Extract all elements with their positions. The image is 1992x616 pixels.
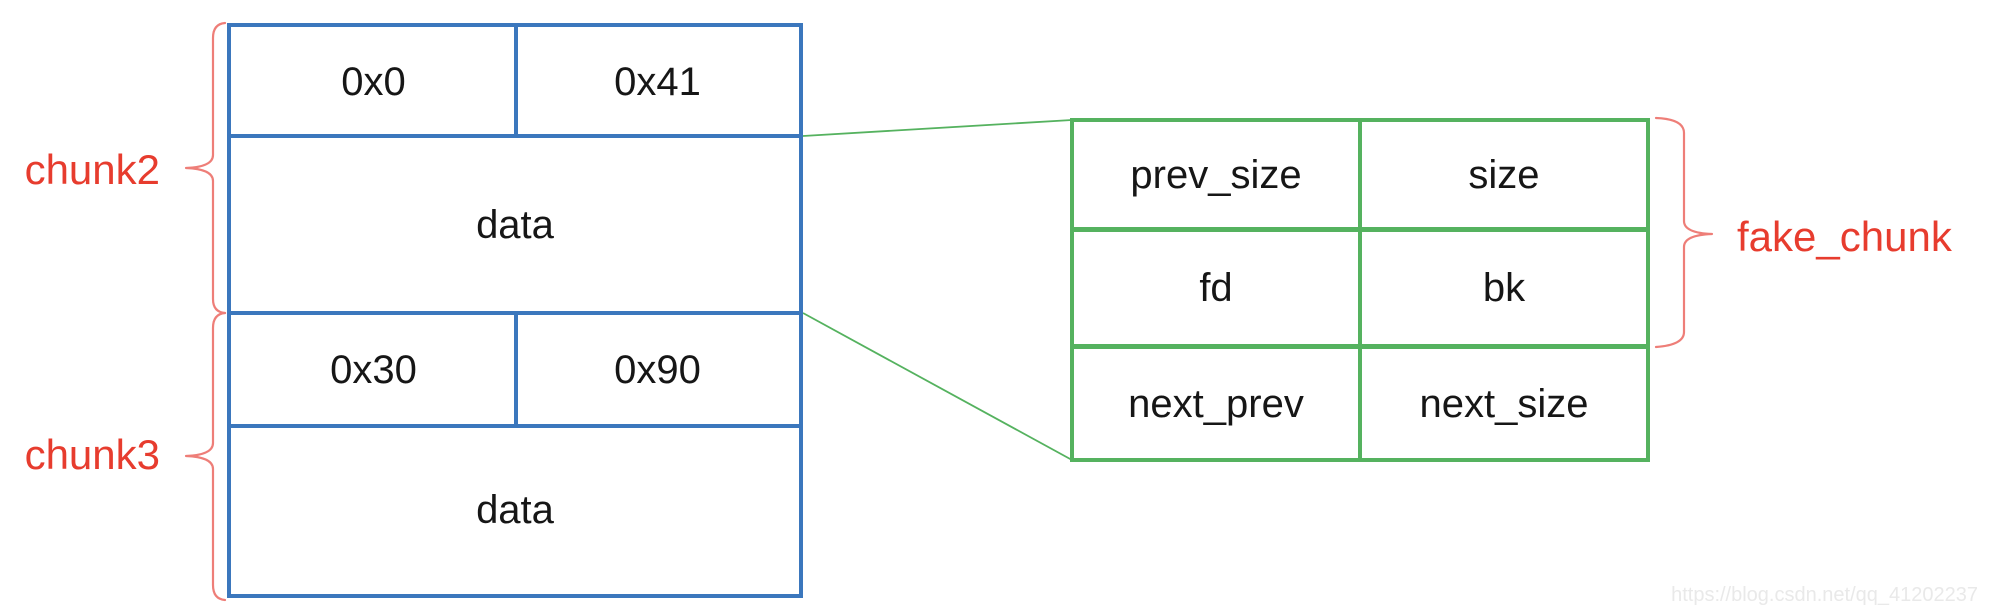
chunk3-label: chunk3 [24,431,160,478]
fake-chunk-table: prev_size size fd bk next_prev next_size [1070,118,1650,462]
connector-bottom-line [802,312,1073,461]
fake-fd-cell: fd [1199,266,1233,310]
fake-next-size-cell: next_size [1419,381,1589,426]
fake-chunk-table-column-divider [1358,122,1362,458]
chunk2-size-cell: 0x41 [614,59,701,104]
chunk-table-row-divider-3 [231,424,799,428]
fake-chunk-label: fake_chunk [1737,213,1952,260]
fake-next-prev-cell: next_prev [1128,381,1304,426]
fake-prev-size-cell: prev_size [1130,152,1302,197]
chunk3-prev-size-cell: 0x30 [330,347,417,392]
chunk3-data-cell: data [476,488,554,532]
connector-top-line [802,119,1073,137]
chunk2-data-cell: data [476,202,554,247]
chunk-table-row-divider-1 [231,134,799,138]
watermark: https://blog.csdn.net/qq_41202237 [1671,584,1978,606]
chunk3-brace [184,311,227,602]
chunk2-header-column-divider [514,27,518,136]
chunk2-brace [184,21,227,315]
chunk2-prev-size-cell: 0x0 [341,59,406,104]
fake-chunk-brace [1654,116,1714,349]
chunk-table: 0x0 0x41 data 0x30 0x90 data [227,23,803,598]
chunk3-size-cell: 0x90 [614,347,701,392]
fake-size-cell: size [1468,152,1540,197]
fake-bk-cell: bk [1482,266,1526,310]
chunk2-label: chunk2 [24,146,160,193]
chunk3-header-column-divider [514,313,518,426]
